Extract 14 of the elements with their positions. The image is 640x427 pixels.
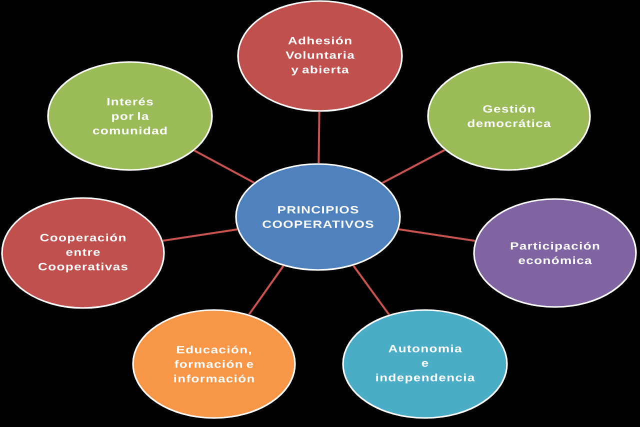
connector-line [318, 112, 320, 164]
ellipse-node: Educación, formación e información [132, 309, 296, 419]
connector-line [352, 265, 390, 316]
ellipse-node: Gestión democrática [427, 61, 591, 171]
ellipse-node: Participación económica [473, 198, 637, 308]
ellipse-node: Adhesión Voluntaria y abierta [237, 0, 403, 112]
ellipse-node: Cooperación entre Cooperativas [1, 197, 165, 309]
connector-line [248, 265, 284, 316]
connector-line [194, 150, 255, 184]
ellipse-node: Interés por la comunidad [47, 61, 213, 171]
connector-line [382, 149, 446, 184]
ellipse-node: Autonomia e independencia [342, 309, 508, 419]
connector-line [398, 228, 476, 242]
connector-line [162, 228, 238, 242]
